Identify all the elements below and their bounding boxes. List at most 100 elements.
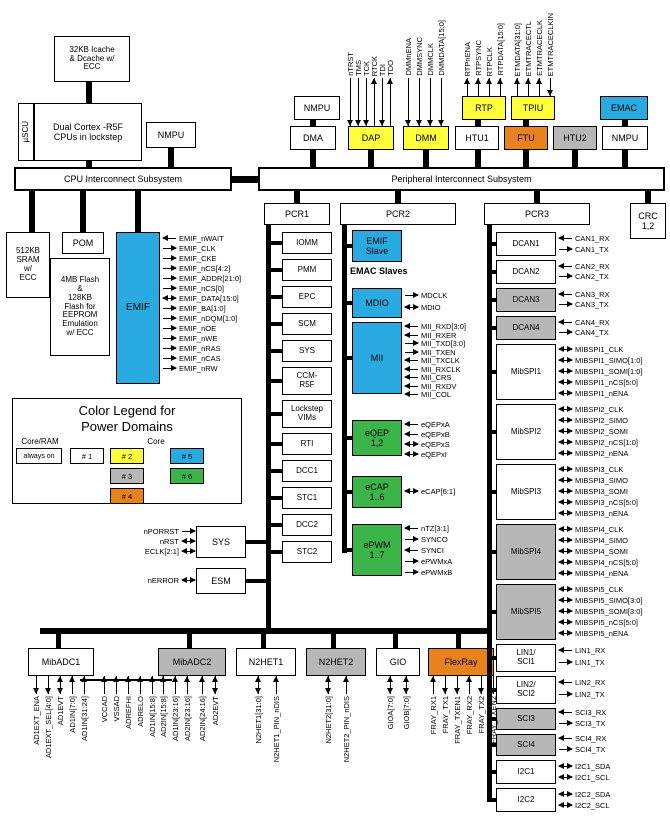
sig-can1-tx: CAN1_TX	[558, 245, 609, 254]
arrowhead-icon	[413, 292, 419, 298]
signal-wire	[558, 791, 573, 799]
cpu-interconnect: CPU Interconnect Subsystem	[14, 167, 232, 191]
sig-can2-rx: CAN2_RX	[558, 262, 610, 271]
arrowhead-icon	[567, 586, 573, 592]
arrowhead-icon	[567, 720, 573, 726]
signal-wire	[404, 431, 419, 439]
signal-wire	[404, 323, 419, 331]
sig-emif-addr-21-0-label: EMIF_ADDR[21:0]	[179, 274, 242, 283]
arrowhead-icon	[324, 688, 331, 694]
bus-line-44	[487, 225, 492, 802]
sig-gioa-7-0: GIOA[7:0]	[385, 696, 395, 730]
bus-line-14	[523, 120, 529, 126]
iomm-label: IOMM	[296, 237, 318, 247]
arrowhead-icon	[558, 346, 564, 352]
dcc2: DCC2	[282, 514, 332, 536]
bus-line-16	[622, 150, 628, 167]
signal-wire	[558, 537, 573, 545]
sig-dmmnena-line	[407, 78, 409, 126]
epwm-label: ePWM 1..7	[363, 539, 391, 560]
arrowhead-icon	[171, 305, 177, 311]
signal-wire	[558, 526, 573, 534]
sig-mibspi1-clk-label: MIBSPI1_CLK	[575, 345, 624, 354]
sig-ntz-3-1: nTZ[3:1]	[404, 524, 449, 533]
signal-wire	[558, 659, 573, 667]
arrowhead-icon	[567, 763, 573, 769]
sig-vssad: VSSAD	[111, 696, 121, 722]
sig-ad1in-23-16-line	[174, 676, 176, 694]
arrowhead-icon	[496, 78, 503, 84]
bus-line-27	[271, 349, 283, 353]
mdio: MDIO	[352, 288, 402, 318]
legend-chip-6: # 6	[170, 468, 204, 484]
uscu-label: µSCU	[20, 121, 30, 143]
signal-wire	[558, 291, 573, 299]
dcan1-label: DCAN1	[512, 238, 540, 248]
bus-line-26	[271, 322, 283, 326]
signal-wire	[558, 319, 573, 327]
bus-line-65	[393, 634, 398, 648]
sig-eqepxs-label: eQEPxS	[421, 440, 450, 449]
sig-emif-noe: EMIF_nOE	[162, 324, 216, 333]
sig-emif-cke-label: EMIF_CKE	[179, 254, 217, 263]
sig-emif-ncs-0-label: EMIF_nCS[0]	[179, 284, 225, 293]
sig-emif-data-15-0-label: EMIF_DATA[15:0]	[179, 294, 239, 303]
pcr1-label: PCR1	[284, 208, 309, 219]
sig-mibspi1-simo-1-0: MIBSPI1_SIMO[1:0]	[558, 356, 643, 365]
bus-line-6	[135, 191, 141, 232]
arrowhead-icon	[558, 510, 564, 516]
sig-lin1-rx: LIN1_RX	[558, 646, 605, 655]
tpiu: TPIU	[511, 96, 555, 120]
i2c2: I2C2	[496, 788, 556, 812]
arrowhead-icon	[354, 120, 361, 126]
sig-can1-tx-label: CAN1_TX	[575, 245, 609, 254]
signal-wire	[162, 315, 177, 323]
sig-mibspi3-nena: MIBSPI3_nENA	[558, 509, 628, 518]
mibspi2: MibSPI2	[496, 404, 556, 460]
sig-lin2-rx: LIN2_RX	[558, 678, 605, 687]
arrowhead-icon	[567, 439, 573, 445]
arrowhead-icon	[453, 688, 460, 694]
lin2-sci2: LIN2/ SCI2	[496, 676, 556, 704]
bus-line-63	[261, 634, 266, 648]
lin1-sci1: LIN1/ SCI1	[496, 644, 556, 672]
sig-dmmdata-15-0-line	[440, 78, 442, 126]
arrowhead-icon	[567, 273, 573, 279]
sig-can4-tx-label: CAN4_TX	[575, 328, 609, 337]
sig-mibspi3-somi-label: MIBSPI3_SOMI	[575, 487, 628, 496]
sig-ad1ext-ena: AD1EXT_ENA	[31, 696, 41, 745]
arrowhead-icon	[567, 746, 573, 752]
arrowhead-icon	[404, 374, 410, 380]
mii: MII	[352, 322, 402, 394]
sig-ad2in-15-8-line	[162, 676, 164, 694]
arrowhead-icon	[386, 688, 393, 694]
arrowhead-icon	[346, 120, 353, 126]
mibspi5-label: MibSPI5	[510, 606, 542, 616]
sig-mibspi2-somi: MIBSPI2_SOMI	[558, 427, 628, 436]
arrowhead-icon	[171, 265, 177, 271]
arrowhead-icon	[190, 548, 196, 554]
sig-emif-nwait-label: EMIF_nWAIT	[179, 234, 224, 243]
arrowhead-icon	[181, 577, 187, 583]
nmpu-cpu: NMPU	[146, 122, 196, 148]
sig-rtpnena: RTPnENA	[462, 41, 472, 76]
lockstep-vims-label: Lockstep VIMs	[290, 404, 324, 422]
signal-wire	[404, 569, 419, 577]
arrowhead-icon	[190, 528, 196, 534]
mibspi3: MibSPI3	[496, 464, 556, 520]
sig-i2c1-scl: I2C1_SCL	[558, 773, 610, 782]
sig-mii-rxclk: MII_RXCLK	[404, 365, 461, 374]
n2het2-label: N2HET2	[318, 656, 354, 667]
signal-wire	[162, 295, 177, 303]
signal-wire	[558, 477, 573, 485]
signal-wire	[404, 374, 419, 382]
sig-ad1evt: AD1EVT	[55, 696, 65, 726]
sig-mibspi5-nena-label: MIBSPI5_nENA	[575, 629, 629, 638]
sig-dmmclk-line	[429, 78, 431, 126]
sig-ad1evt-line	[59, 676, 61, 694]
arrowhead-icon	[342, 676, 349, 682]
ecap-label: eCAP 1..6	[365, 481, 389, 502]
sig-n2het2-31-0: N2HET2[31:0]	[323, 696, 333, 744]
dcan2: DCAN2	[496, 260, 556, 284]
sig-n2het1-pin-ndis: N2HET1_PIN_nDIS	[271, 696, 281, 763]
